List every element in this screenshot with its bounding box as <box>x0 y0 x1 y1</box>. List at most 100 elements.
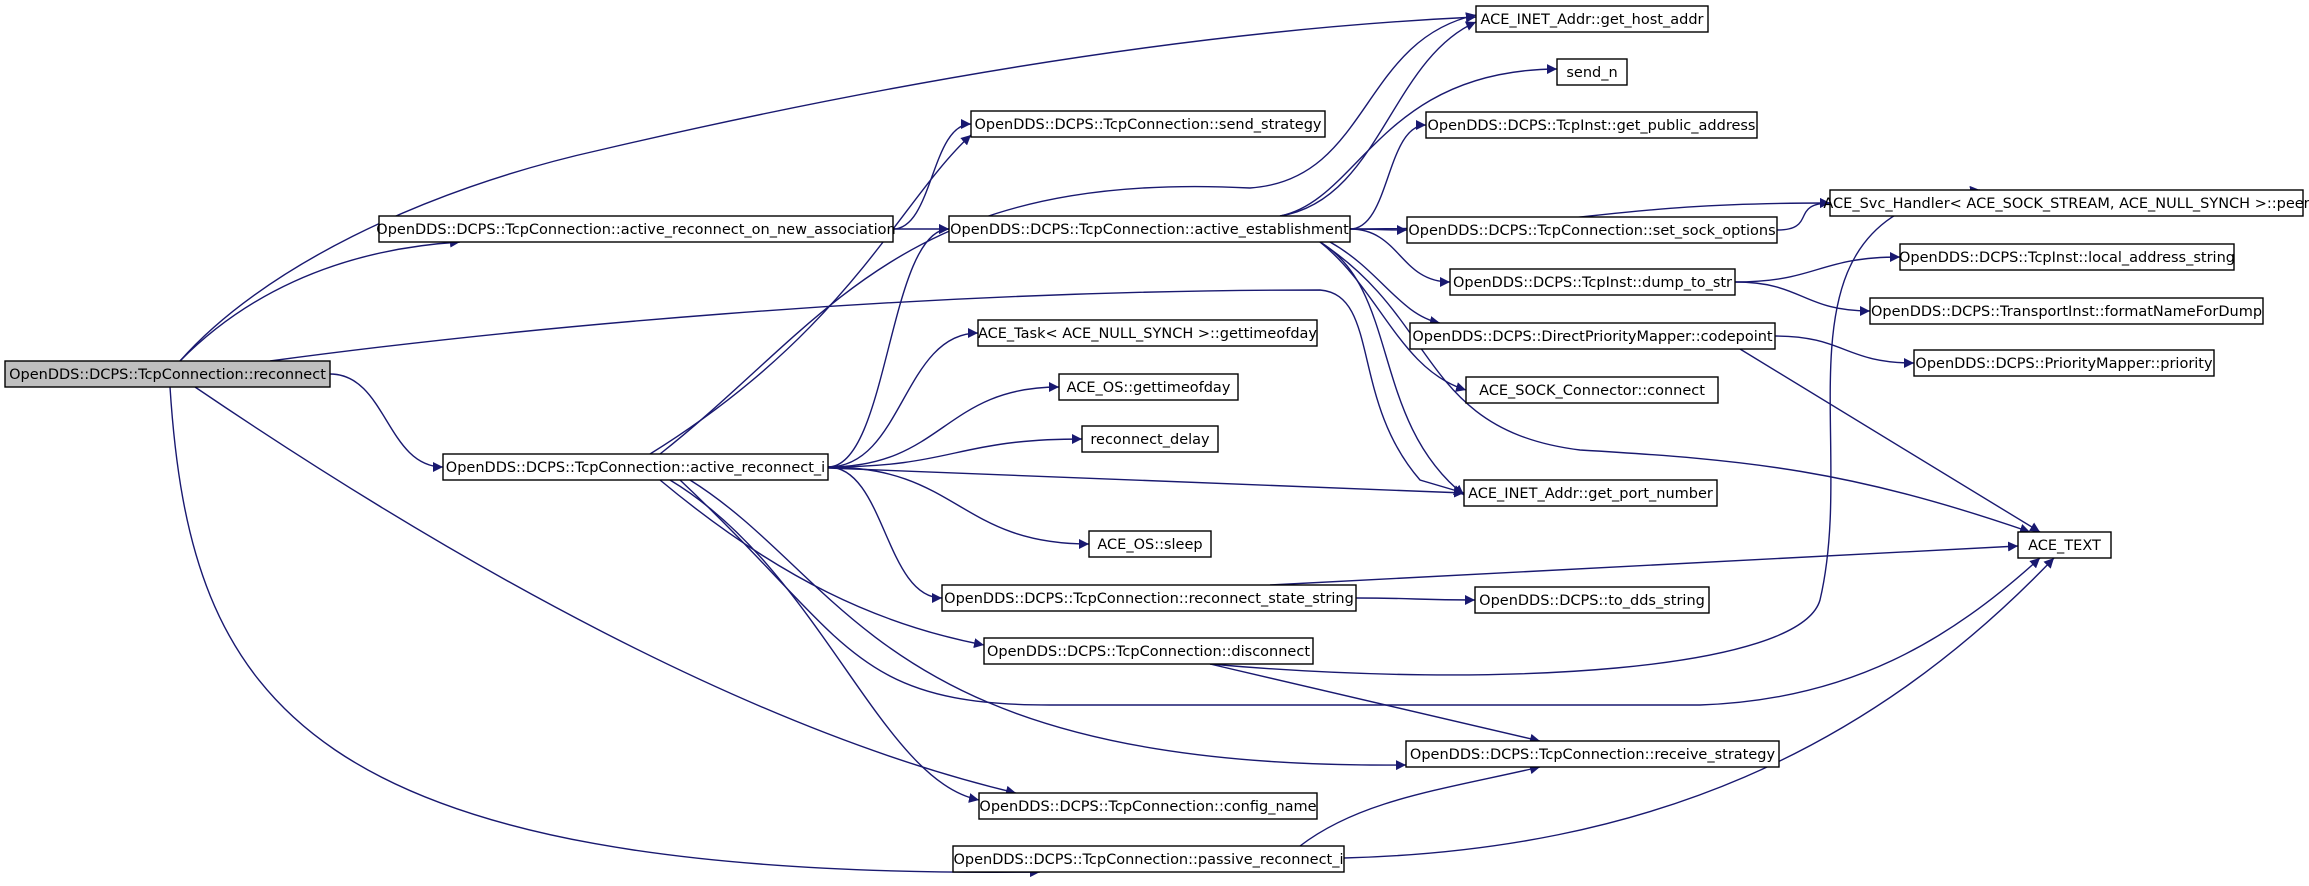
node-codepoint[interactable]: OpenDDS::DCPS::DirectPriorityMapper::cod… <box>1409 322 1776 350</box>
node-ace_text[interactable]: ACE_TEXT <box>2017 531 2112 559</box>
edge-arrow <box>1734 252 1901 283</box>
node-label: OpenDDS::DCPS::DirectPriorityMapper::cod… <box>1412 329 1773 345</box>
node-box <box>978 792 1318 820</box>
node-box <box>1463 479 1718 507</box>
node-box <box>1449 268 1736 296</box>
edge-arrow <box>1319 241 1465 496</box>
edge-reconnect-to-active_reconnect_i <box>329 373 444 472</box>
node-box <box>1913 349 2215 377</box>
edge-active_reconnect_i-to-get_port_number <box>827 467 1465 498</box>
node-box <box>4 360 331 388</box>
edge-arrow <box>827 466 1090 549</box>
node-label: OpenDDS::DCPS::TcpConnection::active_rec… <box>446 460 825 476</box>
node-box <box>1869 297 2264 325</box>
edge-arrow <box>179 12 1477 362</box>
node-label: OpenDDS::DCPS::TcpConnection::set_sock_o… <box>1408 223 1775 239</box>
node-get_public_address[interactable]: OpenDDS::DCPS::TcpInst::get_public_addre… <box>1425 111 1758 139</box>
node-svc_peer[interactable]: ACE_Svc_Handler< ACE_SOCK_STREAM, ACE_NU… <box>1823 189 2309 217</box>
edge-arrow <box>1349 228 1451 287</box>
node-box <box>952 845 1345 873</box>
node-label: OpenDDS::DCPS::TcpInst::dump_to_str <box>1453 275 1732 291</box>
edge-arrow <box>1299 764 1541 847</box>
node-send_strategy[interactable]: OpenDDS::DCPS::TcpConnection::send_strat… <box>970 110 1326 138</box>
edge-arrow <box>1279 64 1558 217</box>
node-label: OpenDDS::DCPS::TcpConnection::active_rec… <box>376 222 895 238</box>
edge-arrow <box>1349 224 1408 235</box>
node-os_sleep[interactable]: ACE_OS::sleep <box>1088 530 1212 558</box>
edge-reconnect-to-active_reconnect_on_new_association <box>179 237 461 362</box>
node-label: OpenDDS::DCPS::TcpConnection::send_strat… <box>974 117 1321 133</box>
edge-arrow <box>827 434 1083 468</box>
edge-dump_to_str-to-formatNameForDump <box>1734 281 1871 316</box>
edge-active_establishment-to-sock_connect <box>1319 241 1467 392</box>
edge-arrow <box>827 224 950 468</box>
node-box <box>1829 189 2304 217</box>
edge-arrow <box>179 237 461 362</box>
node-receive_strategy[interactable]: OpenDDS::DCPS::TcpConnection::receive_st… <box>1405 740 1780 768</box>
edge-dump_to_str-to-local_address_string <box>1734 252 1901 283</box>
node-label: ACE_Task< ACE_NULL_SYNCH >::gettimeofday <box>978 326 1317 342</box>
node-reconnect[interactable]: OpenDDS::DCPS::TcpConnection::reconnect <box>4 360 331 388</box>
edge-arrow <box>1209 185 1981 676</box>
edge-active_establishment-to-send_n <box>1279 64 1558 217</box>
node-reconnect_delay[interactable]: reconnect_delay <box>1081 425 1219 453</box>
node-box <box>1474 586 1710 614</box>
node-local_address_string[interactable]: OpenDDS::DCPS::TcpInst::local_address_st… <box>1899 243 2235 271</box>
edge-arrow <box>1349 120 1427 230</box>
node-get_host_addr[interactable]: ACE_INET_Addr::get_host_addr <box>1475 5 1709 33</box>
node-disconnect[interactable]: OpenDDS::DCPS::TcpConnection::disconnect <box>983 637 1314 665</box>
node-active_reconnect_on_new_association[interactable]: OpenDDS::DCPS::TcpConnection::active_rec… <box>376 215 896 243</box>
node-label: OpenDDS::DCPS::TcpConnection::reconnect_… <box>944 591 1354 607</box>
nodes-layer: OpenDDS::DCPS::TcpConnection::reconnectO… <box>4 5 2309 873</box>
node-active_reconnect_i[interactable]: OpenDDS::DCPS::TcpConnection::active_rec… <box>442 453 829 481</box>
node-label: OpenDDS::DCPS::TcpConnection::reconnect <box>9 367 326 383</box>
edge-active_reconnect_i-to-get_host_addr <box>659 12 1477 455</box>
node-box <box>1405 740 1780 768</box>
node-sock_connect[interactable]: ACE_SOCK_Connector::connect <box>1465 376 1719 404</box>
edge-arrow <box>649 134 972 455</box>
node-passive_reconnect_i[interactable]: OpenDDS::DCPS::TcpConnection::passive_re… <box>952 845 1345 873</box>
node-get_port_number[interactable]: ACE_INET_Addr::get_port_number <box>1463 479 1718 507</box>
edge-active_reconnect_i-to-config_name <box>669 479 980 803</box>
edge-arrow <box>1734 281 1871 316</box>
node-task_gettimeofday[interactable]: ACE_Task< ACE_NULL_SYNCH >::gettimeofday <box>977 319 1318 347</box>
edge-arrow <box>169 386 1041 878</box>
edge-active_establishment-to-set_sock_options <box>1349 224 1408 235</box>
edge-reconnect-to-passive_reconnect_i <box>169 386 1041 878</box>
edge-arrow <box>1343 557 2055 859</box>
node-config_name[interactable]: OpenDDS::DCPS::TcpConnection::config_nam… <box>978 792 1318 820</box>
node-os_gettimeofday[interactable]: ACE_OS::gettimeofday <box>1058 373 1239 401</box>
node-formatNameForDump[interactable]: OpenDDS::DCPS::TransportInst::formatName… <box>1869 297 2264 325</box>
node-priority[interactable]: OpenDDS::DCPS::PriorityMapper::priority <box>1913 349 2215 377</box>
node-box <box>1058 373 1239 401</box>
edge-reconnect_state_string-to-to_dds_string <box>1355 594 1476 605</box>
node-label: ACE_SOCK_Connector::connect <box>1479 383 1705 399</box>
edge-disconnect-to-receive_strategy <box>1209 663 1541 744</box>
node-to_dds_string[interactable]: OpenDDS::DCPS::to_dds_string <box>1474 586 1710 614</box>
edge-active_establishment-to-codepoint <box>1329 241 1441 326</box>
node-box <box>1475 5 1709 33</box>
edge-active_reconnect_i-to-active_establishment <box>827 224 950 468</box>
node-label: OpenDDS::DCPS::TcpInst::get_public_addre… <box>1428 118 1756 134</box>
edge-arrow <box>1209 663 1541 744</box>
edge-arrow <box>827 466 943 603</box>
edge-arrow <box>269 289 1465 495</box>
edge-arrow <box>194 386 1017 796</box>
edge-arrow <box>1279 21 1477 217</box>
node-label: ACE_Svc_Handler< ACE_SOCK_STREAM, ACE_NU… <box>1823 196 2309 212</box>
edge-active_reconnect_i-to-reconnect_state_string <box>827 466 943 603</box>
edge-codepoint-to-priority <box>1774 335 1915 368</box>
node-dump_to_str[interactable]: OpenDDS::DCPS::TcpInst::dump_to_str <box>1449 268 1736 296</box>
node-box <box>970 110 1326 138</box>
edge-reconnect_state_string-to-ace_text <box>1269 541 2019 586</box>
edge-set_sock_options-to-svc_peer <box>1776 198 1831 231</box>
node-box <box>1409 322 1776 350</box>
node-send_n[interactable]: send_n <box>1556 58 1628 86</box>
node-active_establishment[interactable]: OpenDDS::DCPS::TcpConnection::active_est… <box>948 215 1351 243</box>
node-set_sock_options[interactable]: OpenDDS::DCPS::TcpConnection::set_sock_o… <box>1406 216 1778 244</box>
node-reconnect_state_string[interactable]: OpenDDS::DCPS::TcpConnection::reconnect_… <box>941 584 1357 612</box>
edge-arrow <box>827 328 979 468</box>
node-box <box>941 584 1357 612</box>
edge-active_reconnect_i-to-disconnect <box>659 479 985 649</box>
